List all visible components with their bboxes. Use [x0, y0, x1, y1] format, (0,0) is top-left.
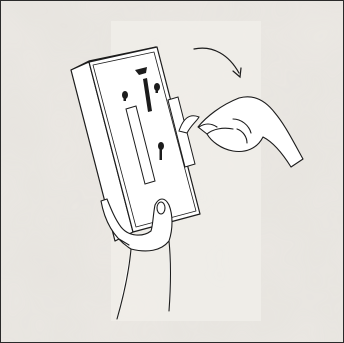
- remove-adhesive-backing-illustration: [1, 1, 343, 342]
- illustration-frame: [0, 0, 344, 343]
